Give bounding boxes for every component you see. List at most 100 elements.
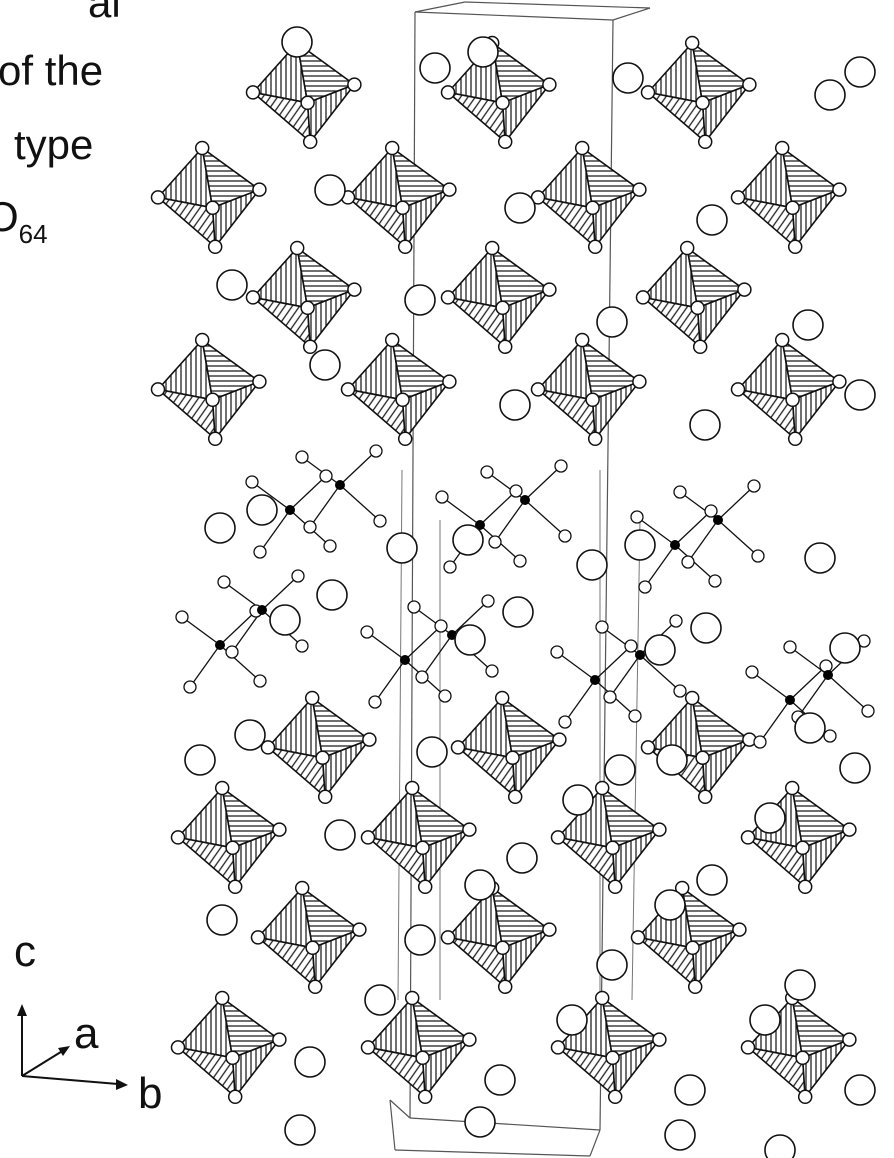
large-cation — [764, 1134, 796, 1158]
bond — [421, 634, 453, 678]
oxygen-atom — [295, 450, 309, 464]
octahedron — [647, 42, 751, 143]
bond — [717, 519, 759, 557]
large-cation — [506, 842, 538, 874]
oxygen-atom — [681, 555, 695, 569]
octahedron — [177, 997, 281, 1098]
oxygen-atom — [753, 735, 767, 749]
oxygen-atom — [302, 339, 318, 355]
bond — [479, 490, 517, 526]
large-cation — [206, 904, 238, 936]
bond — [219, 610, 257, 646]
bond — [251, 481, 291, 511]
oxygen-atom — [842, 822, 857, 837]
oxygen-atom — [369, 444, 383, 458]
oxygen-atom — [415, 670, 429, 684]
large-cation — [814, 79, 846, 111]
oxygen-atom — [774, 332, 790, 348]
atom-spheres — [150, 26, 876, 1158]
oxygen-atom — [497, 339, 513, 355]
oxygen-atom — [225, 840, 240, 856]
cell-edge — [409, 1117, 601, 1131]
octahedron-face — [801, 1038, 851, 1098]
bond-network — [181, 450, 869, 743]
oxygen-atom — [587, 239, 603, 255]
oxygen-atom — [509, 484, 523, 498]
cell-edge — [612, 7, 651, 21]
oxygen-atom — [494, 690, 510, 706]
oxygen-atom — [260, 740, 276, 755]
octahedron-face — [306, 288, 356, 348]
oxygen-atom — [360, 1040, 376, 1055]
octahedron — [447, 887, 551, 988]
oxygen-atom — [434, 619, 448, 633]
caption-line-1: al — [88, 0, 121, 26]
oxygen-atom — [404, 990, 420, 1006]
octahedron-face — [421, 1038, 471, 1098]
bond — [827, 674, 869, 712]
bond — [494, 499, 526, 543]
octahedron-face — [321, 738, 371, 798]
oxygen-atom — [183, 680, 197, 694]
bond — [289, 475, 327, 511]
bond — [751, 671, 791, 701]
oxygen-atom — [740, 830, 756, 845]
oxygen-atom — [495, 95, 510, 111]
octahedron-face — [311, 928, 361, 988]
oxygen-atom — [272, 1032, 287, 1047]
large-cation — [689, 409, 721, 441]
oxygen-atom — [205, 200, 220, 216]
bond — [556, 651, 596, 681]
bond — [636, 516, 676, 546]
oxygen-atom — [303, 520, 317, 534]
large-cation — [216, 269, 248, 301]
oxygen-atom — [250, 930, 266, 945]
oxygen-atom — [607, 1089, 623, 1105]
bond — [609, 654, 641, 698]
large-cation — [644, 634, 676, 666]
oxygen-atom — [497, 979, 513, 995]
oxygen-atom — [352, 922, 367, 937]
tetrahedral-cation — [590, 675, 600, 685]
oxygen-atom — [685, 940, 700, 956]
octahedron-face — [611, 828, 661, 888]
oxygen-atom — [708, 574, 722, 588]
oxygen-atom — [558, 715, 572, 729]
large-cation — [784, 969, 816, 1001]
octahedron-face — [701, 738, 751, 798]
oxygen-atom — [295, 639, 309, 653]
oxygen-atom — [745, 665, 759, 679]
bond — [797, 674, 829, 718]
oxygen-atom — [605, 840, 620, 856]
oxygen-atom — [407, 600, 421, 614]
oxygen-atom — [669, 614, 683, 628]
octahedron — [252, 42, 356, 143]
tetrahedral-cation — [215, 640, 225, 650]
oxygen-atom — [530, 382, 546, 397]
oxygen-atom — [304, 690, 320, 706]
oxygen-atom — [217, 575, 231, 589]
octahedron — [637, 887, 741, 988]
large-cation — [612, 62, 644, 94]
oxygen-atom — [595, 620, 609, 634]
large-cation — [674, 1074, 706, 1106]
large-cation — [754, 802, 786, 834]
tetrahedral-cation — [335, 480, 345, 490]
bond — [564, 679, 596, 723]
bond — [441, 496, 481, 526]
octahedron-face — [401, 188, 451, 248]
large-cation — [696, 204, 728, 236]
oxygen-atom — [695, 750, 710, 766]
oxygen-atom — [347, 77, 362, 92]
oxygen-atom — [652, 822, 667, 837]
oxygen-atom — [253, 545, 267, 559]
oxygen-atom — [227, 879, 243, 895]
oxygen-atom — [252, 182, 267, 197]
large-cation — [294, 1046, 326, 1078]
oxygen-atom — [783, 640, 797, 654]
large-cation — [419, 52, 451, 84]
oxygen-atom — [227, 1089, 243, 1105]
oxygen-atom — [415, 1050, 430, 1066]
oxygen-atom — [150, 190, 166, 205]
large-cation — [656, 744, 688, 776]
